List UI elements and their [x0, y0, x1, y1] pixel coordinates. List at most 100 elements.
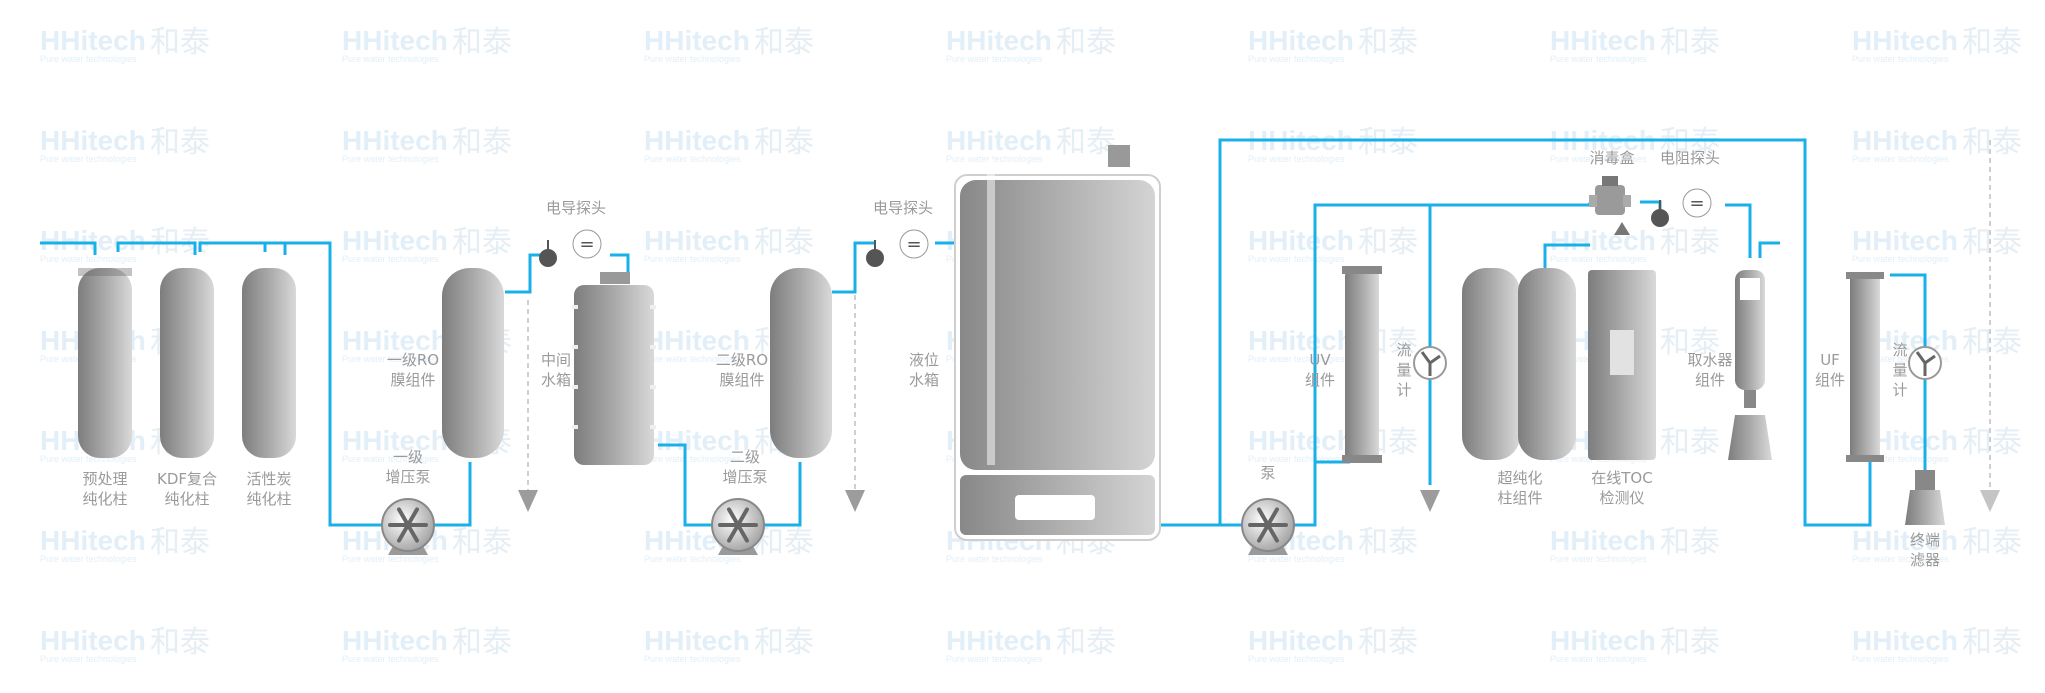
watermark-cn: 和泰 [150, 525, 210, 560]
watermark-brand: HHitech [644, 325, 750, 356]
watermark-sub: Pure water technologies [342, 554, 439, 564]
watermark-sub: Pure water technologies [644, 654, 741, 664]
watermark-brand: HHitech [644, 425, 750, 456]
watermark-brand: HHitech [342, 25, 448, 56]
pretreatment-column [78, 268, 132, 458]
watermark-brand: HHitech [1248, 425, 1354, 456]
watermark-sub: Pure water technologies [40, 54, 137, 64]
label-toc: 检测仪 [1599, 489, 1644, 507]
label-uv: 组件 [1305, 371, 1335, 389]
label-toc: 在线TOC [1591, 469, 1652, 487]
watermark-sub: Pure water technologies [342, 54, 439, 64]
label-layer: 预处理纯化柱KDF复合纯化柱活性炭纯化柱一级增压泵一级RO膜组件电导探头中间水箱… [82, 149, 1940, 569]
dispenser-unit [1728, 270, 1772, 460]
watermark-cn: 和泰 [1962, 225, 2022, 260]
watermark-cn: 和泰 [1962, 625, 2022, 660]
watermark-sub: Pure water technologies [1550, 554, 1647, 564]
watermark-cn: 和泰 [452, 225, 512, 260]
watermark-brand: HHitech [644, 125, 750, 156]
label-kdf: KDF复合 [157, 470, 217, 488]
watermark-sub: Pure water technologies [644, 154, 741, 164]
watermark-sub: Pure water technologies [946, 154, 1043, 164]
watermark-sub: Pure water technologies [1550, 154, 1647, 164]
label-flow1: 量 [1396, 361, 1411, 379]
watermark-sub: Pure water technologies [644, 54, 741, 64]
watermark-sub: Pure water technologies [644, 254, 741, 264]
watermark-sub: Pure water technologies [342, 254, 439, 264]
label-ultra: 超纯化 [1497, 469, 1542, 487]
label-flow2: 计 [1892, 381, 1907, 399]
uf-module [1846, 272, 1884, 462]
pump-icon [711, 498, 765, 555]
watermark-brand: HHitech [1550, 225, 1656, 256]
watermark-cn: 和泰 [1962, 525, 2022, 560]
watermark-sub: Pure water technologies [946, 654, 1043, 664]
watermark-cn: 和泰 [1660, 425, 1720, 460]
watermark-cn: 和泰 [1660, 525, 1720, 560]
watermark-brand: HHitech [1550, 525, 1656, 556]
drain-arrow-icon [1420, 490, 1440, 512]
watermark-cn: 和泰 [452, 125, 512, 160]
label-kdf: 纯化柱 [164, 490, 209, 508]
watermark-sub: Pure water technologies [342, 354, 439, 364]
label-uf: 组件 [1815, 371, 1845, 389]
pipe-network [40, 138, 1927, 527]
flow-meter-icon [1413, 346, 1447, 380]
watermark-brand: HHitech [342, 125, 448, 156]
label-ro1: 膜组件 [390, 371, 435, 389]
label-flow1: 流 [1396, 341, 1411, 359]
watermark-cn: 和泰 [1962, 425, 2022, 460]
watermark-cn: 和泰 [1660, 225, 1720, 260]
watermark-sub: Pure water technologies [1248, 554, 1345, 564]
watermark-brand: HHitech [342, 325, 448, 356]
label-ro1: 一级RO [387, 351, 439, 369]
watermark-sub: Pure water technologies [1852, 354, 1949, 364]
watermark-sub: Pure water technologies [40, 554, 137, 564]
label-dispenser: 组件 [1695, 371, 1725, 389]
label-dispenser: 取水器 [1687, 351, 1732, 369]
watermark-sub: Pure water technologies [644, 554, 741, 564]
label-midtank: 中间 [541, 351, 571, 369]
watermark-cn: 和泰 [1358, 525, 1418, 560]
watermark-sub: Pure water technologies [1852, 54, 1949, 64]
drain-arrow-icon [518, 490, 538, 512]
watermark-cn: 和泰 [1056, 25, 1116, 60]
watermark-sub: Pure water technologies [644, 454, 741, 464]
watermark-brand: HHitech [1852, 225, 1958, 256]
watermark-cn: 和泰 [1660, 25, 1720, 60]
watermark-brand: HHitech [342, 625, 448, 656]
label-resist: 电阻探头 [1660, 149, 1720, 167]
ro2-membrane [770, 268, 832, 458]
label-ro2: 二级RO [716, 351, 768, 369]
watermark-sub: Pure water technologies [1248, 454, 1345, 464]
watermark-sub: Pure water technologies [1852, 454, 1949, 464]
watermark-sub: Pure water technologies [644, 354, 741, 364]
drains [518, 140, 2000, 512]
conductivity-probe-icon: = [866, 229, 929, 267]
kdf-column [160, 268, 214, 458]
svg-text:=: = [579, 234, 594, 255]
uv-module [1342, 266, 1382, 463]
drain-arrow-icon [1980, 490, 2000, 512]
flow-meter-icon [1908, 346, 1942, 380]
label-pump2: 二级 [730, 448, 760, 466]
label-cond1: 电导探头 [546, 199, 606, 217]
label-carbon: 纯化柱 [246, 490, 291, 508]
watermark-brand: HHitech [1248, 25, 1354, 56]
label-disinfect: 消毒盒 [1589, 149, 1634, 167]
label-pump2: 增压泵 [722, 468, 767, 486]
watermark-brand: HHitech [644, 25, 750, 56]
watermark-brand: HHitech [1248, 625, 1354, 656]
watermark-cn: 和泰 [1962, 325, 2022, 360]
label-terminal: 滤器 [1910, 551, 1940, 569]
watermark-brand: HHitech [644, 225, 750, 256]
watermark-sub: Pure water technologies [1852, 554, 1949, 564]
toc-analyzer [1588, 222, 1656, 460]
watermark-cn: 和泰 [150, 25, 210, 60]
label-flow2: 流 [1892, 341, 1907, 359]
watermark-sub: Pure water technologies [40, 254, 137, 264]
disinfection-box [1589, 176, 1631, 215]
watermark-brand: HHitech [946, 625, 1052, 656]
watermark-sub: Pure water technologies [946, 54, 1043, 64]
label-leveltank: 水箱 [909, 371, 939, 389]
